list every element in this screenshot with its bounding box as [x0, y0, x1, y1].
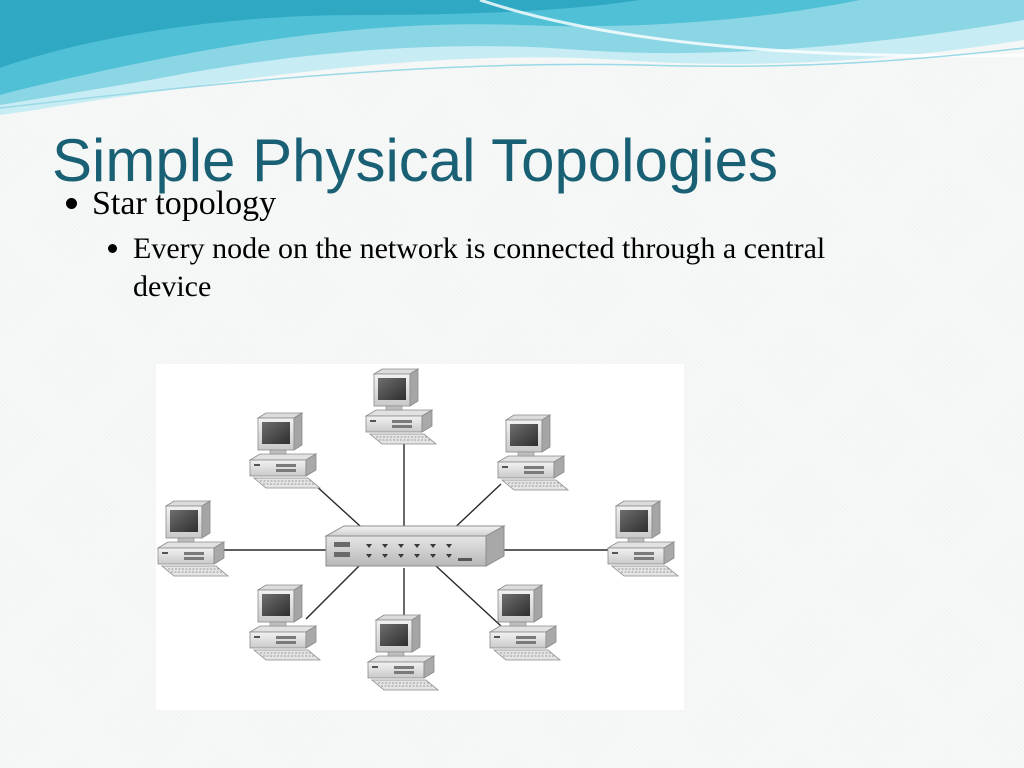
computer-icon [497, 414, 569, 491]
bullet-dot-icon [108, 244, 117, 253]
computer-icon [365, 368, 437, 445]
computer-icon [489, 584, 561, 661]
bullet-text: Every node on the network is connected t… [133, 232, 826, 303]
computer-icon [249, 412, 321, 489]
slide-title: Simple Physical Topologies [52, 127, 778, 194]
bullet-text: Star topology [92, 185, 277, 222]
hub-icon [324, 525, 506, 567]
computer-icon [249, 584, 321, 661]
computer-icon [157, 500, 229, 577]
connection-lines [206, 444, 616, 629]
star-topology-diagram [156, 364, 684, 710]
header-wave-decoration [0, 0, 1024, 115]
bullet-dot-icon [66, 198, 77, 209]
computer-icon [367, 614, 439, 691]
diagram-canvas [157, 368, 679, 691]
computer-icon [607, 500, 679, 577]
link-bottom-right [435, 565, 502, 627]
link-bottom-left [305, 563, 362, 620]
